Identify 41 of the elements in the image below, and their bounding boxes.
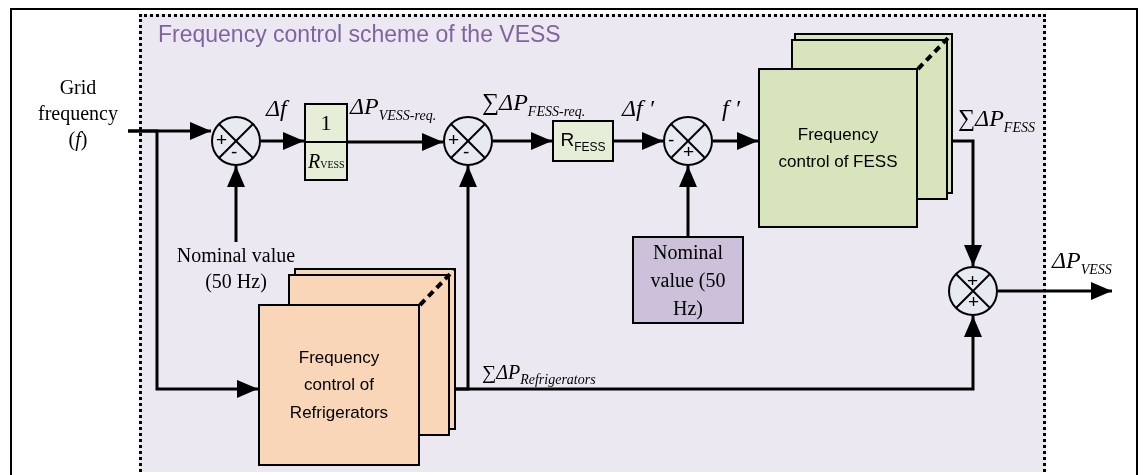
sign-label: - [231, 142, 238, 161]
summing-junction [663, 116, 713, 166]
arrow [348, 133, 443, 151]
summing-junction [211, 116, 261, 166]
sign-label: + [968, 292, 980, 311]
sign-label: + [448, 130, 460, 149]
input-label: Grid frequency (f) [28, 74, 128, 152]
arrow [261, 132, 304, 150]
block-text: Frequency control of FESS [777, 123, 899, 173]
arrow [456, 316, 982, 391]
edge-label: ∑ΔP$_{FESS-req.}$ [482, 90, 586, 119]
sign-label: - [463, 142, 470, 161]
arrow [998, 282, 1112, 300]
reference-box: Nominal value (50 Hz) [632, 236, 744, 324]
sign-label: + [216, 130, 228, 149]
edge-label: Δf ′ [622, 96, 654, 120]
group-title: Frequency control scheme of the VESS [158, 21, 561, 48]
summing-junction [443, 116, 493, 166]
arrow [227, 166, 245, 242]
edge-label: ∑ΔP$_{Refrigerators}$ [482, 362, 596, 387]
sign-label: + [967, 271, 979, 290]
edge-label: ΔP$_{VESS-req.}$ [350, 94, 437, 123]
sign-label: - [668, 130, 675, 149]
arrow [128, 129, 258, 398]
arrow [614, 132, 663, 150]
stacked-controller-block [758, 33, 953, 228]
sign-label: + [683, 142, 695, 161]
gain-block: R$_{FESS}$ [552, 120, 614, 162]
edge-label: f ′ [722, 96, 740, 120]
gain-block [304, 103, 348, 181]
block-text: Frequency control of Refrigerators [288, 347, 390, 424]
dashed-group-box [139, 14, 1046, 472]
arrow [493, 132, 552, 150]
numerator-text: 1 [306, 105, 346, 143]
edge-label: ∑ΔP$_{FESS}$ [958, 106, 1035, 135]
arrow [953, 139, 982, 266]
summing-junction [948, 266, 998, 316]
arrow [679, 166, 697, 236]
arrow [713, 132, 758, 150]
input-label: Nominal value (50 Hz) [168, 242, 304, 294]
edge-label: ΔP$_{VESS}$ [1052, 248, 1112, 277]
